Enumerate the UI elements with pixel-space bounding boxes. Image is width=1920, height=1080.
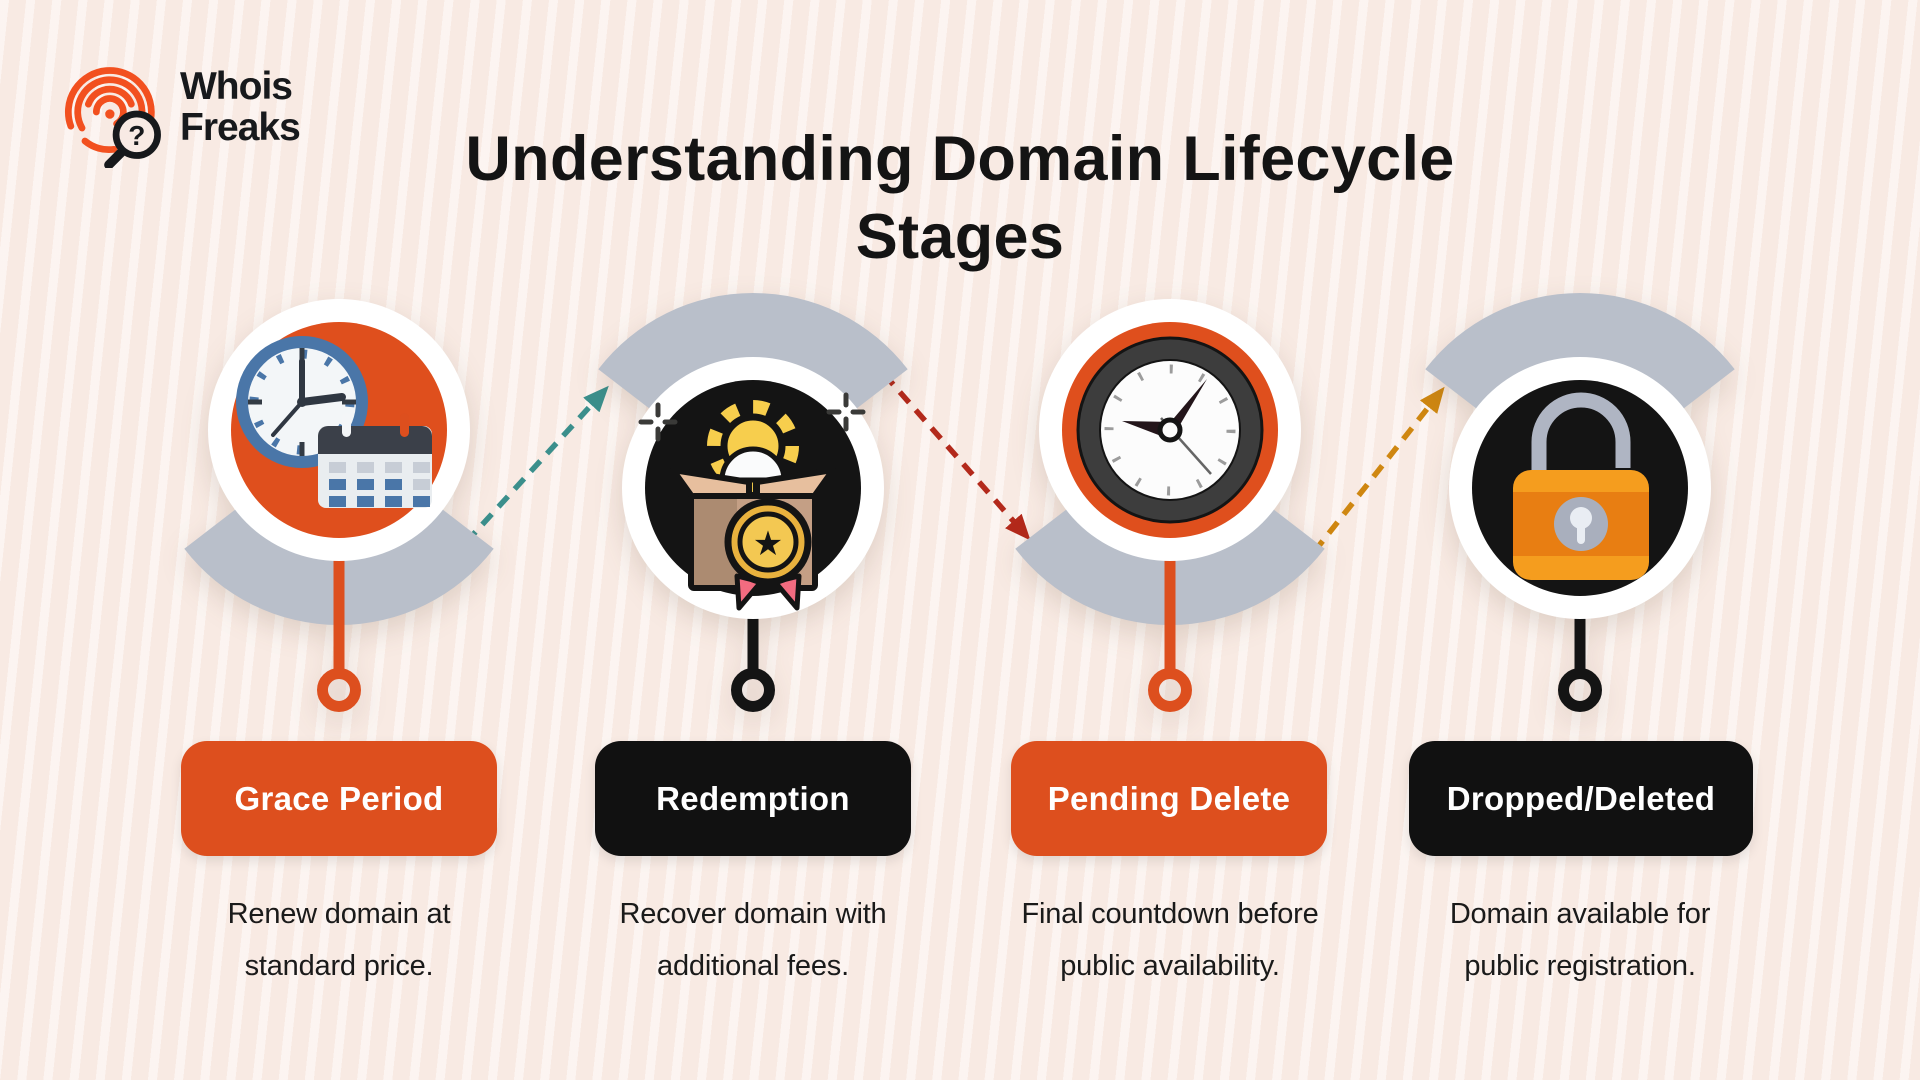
- gear-glyph: [707, 400, 799, 492]
- stage-description-dropped-deleted: Domain available for public registration…: [1449, 898, 1711, 983]
- stem: [1574, 616, 1586, 676]
- question-mark-glyph: ?: [128, 120, 145, 151]
- stage-graphic-redemption: ★: [598, 293, 908, 712]
- arrow-up-amber-icon: [1311, 386, 1445, 554]
- brand-name: Whois Freaks: [180, 65, 301, 149]
- stem-ring: [731, 668, 775, 712]
- stage-description-grace-period: Renew domain at standard price.: [227, 898, 451, 983]
- stage-button-grace-period[interactable]: Grace Period: [181, 741, 497, 856]
- open-padlock-icon: [1513, 392, 1649, 580]
- calendar-glyph: [318, 413, 432, 508]
- stage-description-pending-delete: Final countdown before public availabili…: [1021, 898, 1319, 983]
- stage-graphic-pending-delete: [1015, 299, 1325, 712]
- stem-ring: [1148, 668, 1192, 712]
- page-title: Understanding Domain Lifecycle Stages: [465, 124, 1455, 273]
- stem: [747, 616, 759, 676]
- stem: [333, 554, 345, 676]
- stage-button-dropped-deleted[interactable]: Dropped/Deleted: [1409, 741, 1753, 856]
- stage-graphic-grace-period: [184, 299, 494, 712]
- stage-description-redemption: Recover domain with additional fees.: [619, 898, 887, 983]
- brand-line1: Whois: [180, 65, 293, 108]
- sparkle-glyphs: [638, 392, 866, 442]
- star-glyph: ★: [753, 524, 783, 564]
- magnifier-handle: [104, 147, 126, 168]
- clock-calendar-icon: [236, 336, 432, 508]
- padlock-shackle: [1531, 392, 1631, 528]
- stage-graphic-dropped-deleted: [1425, 293, 1735, 712]
- stem: [1164, 554, 1176, 676]
- stage-button-redemption[interactable]: Redemption: [595, 741, 911, 856]
- wall-clock-icon: [1076, 336, 1264, 524]
- stage-button-pending-delete[interactable]: Pending Delete: [1011, 741, 1327, 856]
- fingerprint-magnifier-icon: ?: [64, 67, 161, 168]
- stem-ring: [1558, 668, 1602, 712]
- magnifier-glass: [112, 110, 161, 159]
- stem-ring: [317, 668, 361, 712]
- brand-logo: ? Whois Freaks: [62, 58, 301, 168]
- brand-line2: Freaks: [180, 106, 301, 149]
- arrow-down-red-icon: [881, 372, 1031, 541]
- open-box-reward-icon: ★: [638, 392, 866, 611]
